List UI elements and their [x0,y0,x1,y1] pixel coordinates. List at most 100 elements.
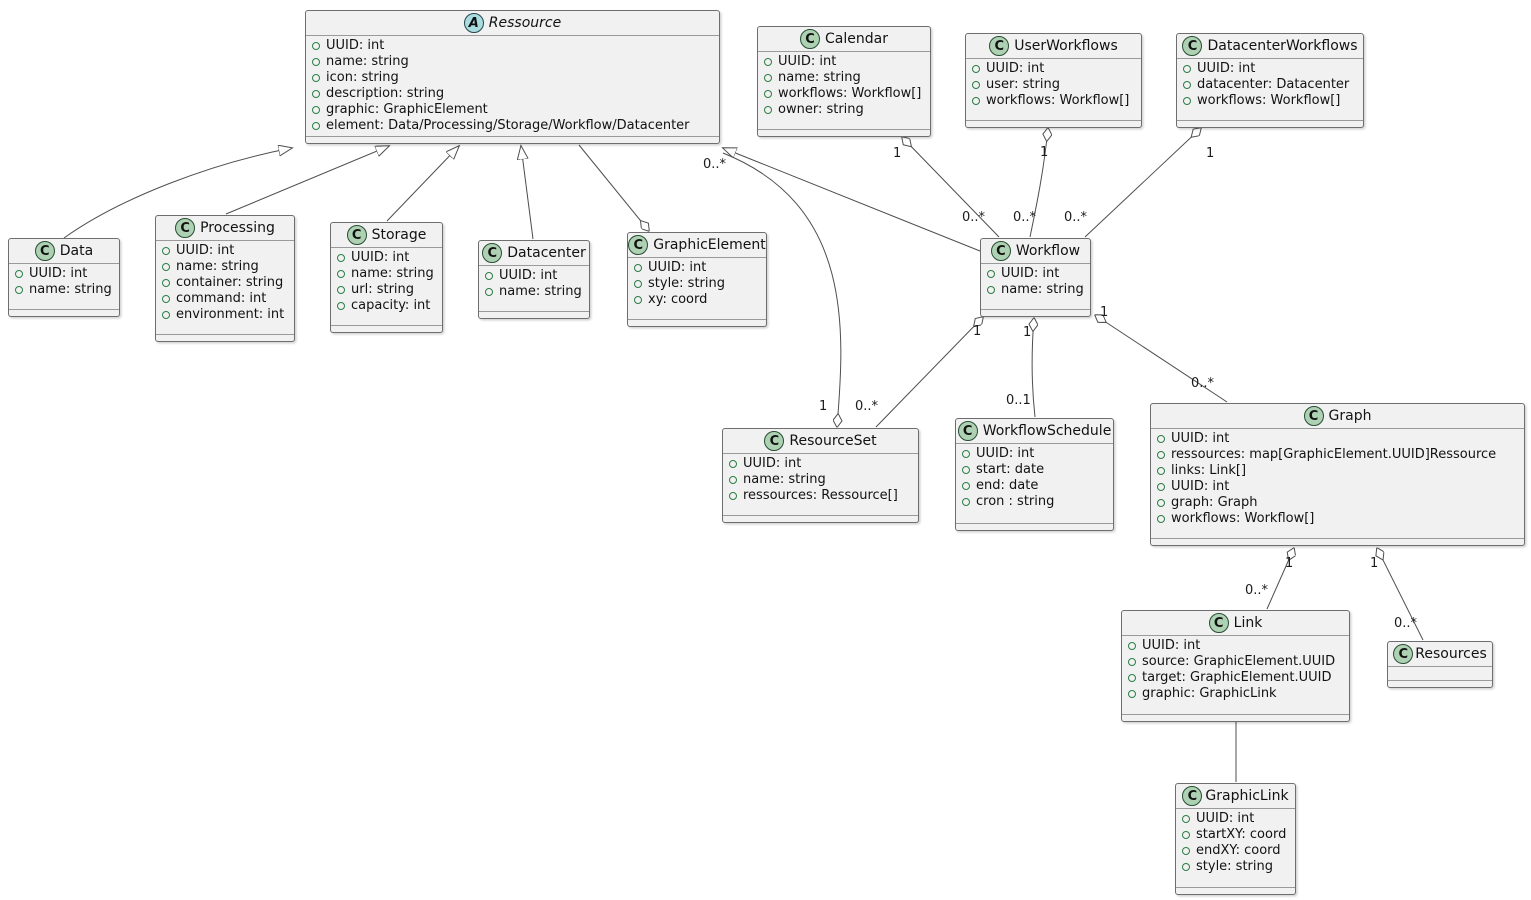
attribute-row: UUID: int [485,268,583,284]
attribute-row: UUID: int [1157,479,1518,495]
class-icon: C [764,431,785,451]
class-box-storage: C Storage UUID: int name: string url: st… [330,222,443,333]
attribute-row: graphic: GraphicLink [1128,686,1343,702]
attribute-row: UUID: int [1183,61,1357,77]
methods-compartment [758,129,930,136]
edge-datacenter-extends-ressource [521,146,534,240]
class-name-processing: Processing [200,220,275,236]
methods-compartment [9,309,119,316]
class-icon: C [1303,406,1324,426]
class-name-graph: Graph [1328,408,1372,424]
field-icon [162,247,170,255]
methods-compartment [723,515,918,522]
field-icon [337,254,345,262]
attribute-row: icon: string [312,70,713,86]
field-icon [1182,847,1190,855]
attribute-row: url: string [337,282,436,298]
attribute-row: style: string [1182,859,1289,875]
multiplicity-label: 1 [1023,325,1032,340]
class-box-graphiclink: C GraphicLink UUID: int startXY: coord e… [1175,783,1296,895]
field-icon [634,264,642,272]
attribute-row: name: string [764,70,924,86]
field-icon [729,476,737,484]
attribute-row: name: string [162,259,288,275]
field-icon [764,74,772,82]
attribute-row: start: date [962,462,1107,478]
class-box-resources: C Resources [1387,641,1493,688]
attribute-row: links: Link[] [1157,463,1518,479]
methods-compartment [966,120,1141,127]
field-icon [1128,674,1136,682]
multiplicity-label: 1 [973,324,982,339]
class-box-processing: C Processing UUID: int name: string cont… [155,215,295,342]
field-icon [987,286,995,294]
attribute-row: UUID: int [337,250,436,266]
attribute-row: description: string [312,86,713,102]
class-box-calendar: C Calendar UUID: int name: string workfl… [757,26,931,137]
field-icon [1128,690,1136,698]
field-icon [15,286,23,294]
multiplicity-label: 0..* [1191,376,1215,391]
class-box-datacenterworkflows: C DatacenterWorkflows UUID: int datacent… [1176,33,1364,128]
attribute-row: environment: int [162,307,288,323]
field-icon [162,295,170,303]
attribute-row: target: GraphicElement.UUID [1128,670,1343,686]
class-icon: C [1182,786,1203,806]
multiplicity-label: 0..1 [1006,393,1031,408]
attribute-row: ressources: Ressource[] [729,488,912,504]
abstract-class-icon: A [463,13,484,33]
edge-workflow-aggregates-resourceset [875,317,983,428]
attribute-row: cron : string [962,494,1107,510]
class-box-data: C Data UUID: int name: string [8,238,120,317]
field-icon [1182,815,1190,823]
field-icon [972,97,980,105]
field-icon [962,466,970,474]
class-box-resourceset: C ResourceSet UUID: int name: string res… [722,428,919,523]
edge-datacenterworkflows-aggregates-workflow [1084,128,1201,238]
field-icon [312,58,320,66]
field-icon [337,270,345,278]
field-icon [729,492,737,500]
field-icon [1157,499,1165,507]
attribute-row: datacenter: Datacenter [1183,77,1357,93]
attribute-row: name: string [485,284,583,300]
class-box-graphicelement: C GraphicElement UUID: int style: string… [627,232,767,327]
field-icon [987,270,995,278]
class-name-datacenter: Datacenter [507,245,586,261]
attribute-row: UUID: int [987,266,1084,282]
attribute-row: workflows: Workflow[] [1157,511,1518,527]
class-icon: C [989,36,1010,56]
attribute-row: graphic: GraphicElement [312,102,713,118]
attribute-row: UUID: int [1128,638,1343,654]
attribute-row: UUID: int [1157,431,1518,447]
field-icon [312,106,320,114]
field-icon [1157,451,1165,459]
class-name-workflow: Workflow [1015,243,1081,259]
field-icon [162,263,170,271]
attribute-row: UUID: int [312,38,713,54]
edge-workflow-aggregates-workflowschedule [1032,318,1035,418]
attribute-row: command: int [162,291,288,307]
class-box-workflow: C Workflow UUID: int name: string [980,238,1091,317]
class-name-data: Data [59,243,94,259]
field-icon [962,450,970,458]
class-name-storage: Storage [371,227,427,243]
multiplicity-label: 1 [893,146,902,161]
attribute-row: workflows: Workflow[] [1183,93,1357,109]
field-icon [1157,483,1165,491]
edge-graph-aggregates-resources [1377,548,1424,641]
edge-userworkflows-aggregates-workflow [1029,128,1048,238]
attribute-row: UUID: int [764,54,924,70]
attribute-row: startXY: coord [1182,827,1289,843]
class-name-graphiclink: GraphicLink [1205,788,1289,804]
attribute-row: workflows: Workflow[] [764,86,924,102]
attribute-row: xy: coord [634,292,760,308]
class-name-calendar: Calendar [825,31,888,47]
methods-compartment [628,319,766,326]
field-icon [1128,658,1136,666]
methods-compartment [981,309,1090,316]
class-icon: C [34,241,55,261]
methods-compartment [1176,887,1295,894]
